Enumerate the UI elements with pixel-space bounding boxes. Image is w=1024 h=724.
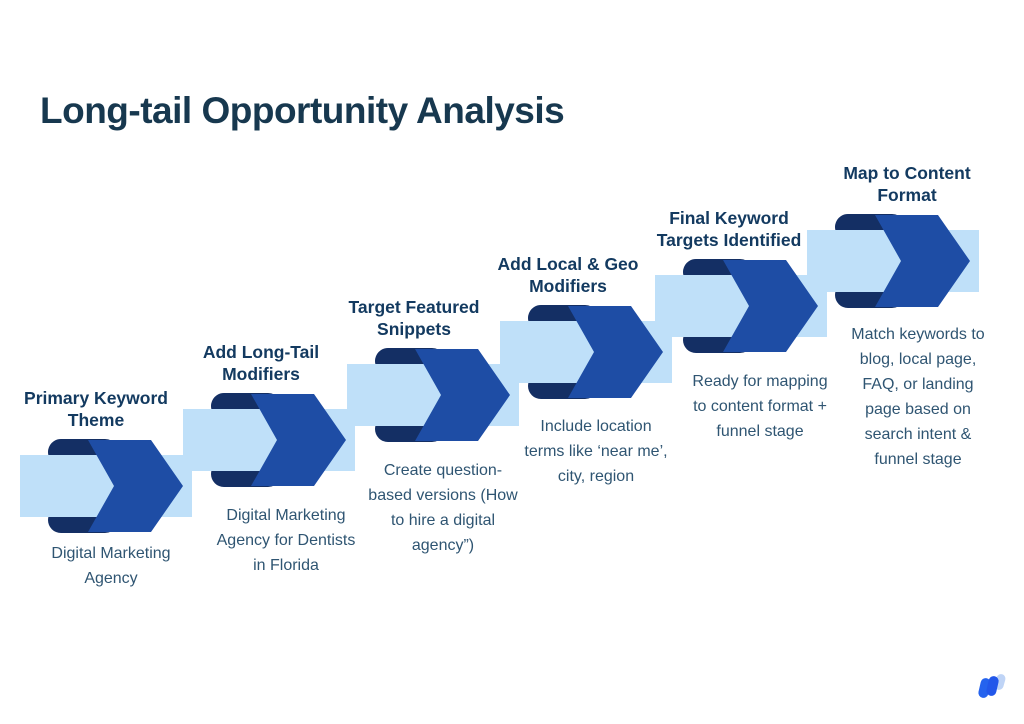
- whimsical-w-logo-icon: [978, 674, 1006, 698]
- step-description: Include location terms like ‘near me’, c…: [524, 418, 668, 485]
- step-heading: Target Featured Snippets: [348, 297, 480, 339]
- step-description: Create question- based versions (How to …: [368, 462, 518, 554]
- step-heading: Map to Content Format: [843, 163, 971, 205]
- step-description: Digital Marketing Agency for Dentists in…: [216, 507, 356, 574]
- step-description: Digital Marketing Agency: [51, 545, 171, 587]
- step-description: Ready for mapping to content format + fu…: [692, 373, 828, 440]
- step-heading: Add Local & Geo Modifiers: [497, 254, 639, 296]
- step-heading: Primary Keyword Theme: [24, 388, 168, 430]
- step-heading: Add Long-Tail Modifiers: [202, 342, 320, 384]
- step-heading: Final Keyword Targets Identified: [656, 208, 802, 250]
- page-title: Long-tail Opportunity Analysis: [40, 90, 565, 131]
- step-description: Match keywords to blog, local page, FAQ,…: [851, 326, 985, 468]
